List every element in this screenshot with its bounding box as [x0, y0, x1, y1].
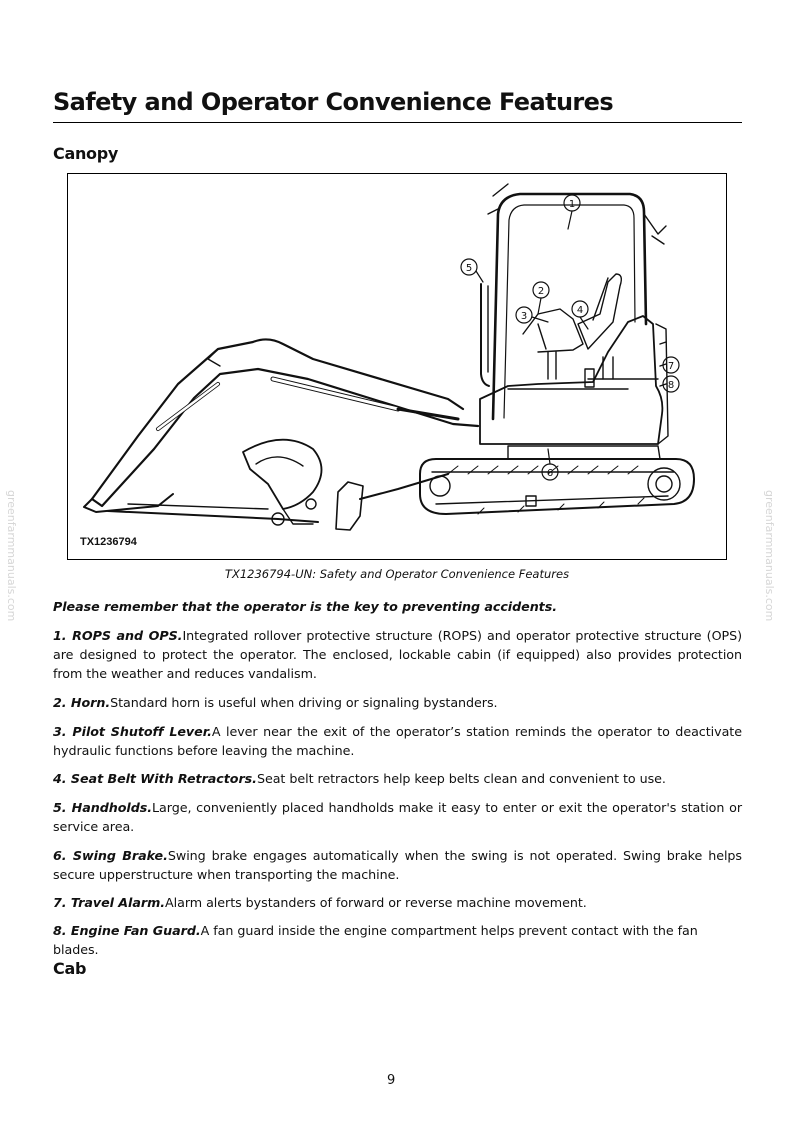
feature-item: 8. Engine Fan Guard.A fan guard inside t… [53, 921, 742, 959]
feature-text: A fan guard inside the engine compartmen… [53, 923, 698, 958]
feature-title: 8. Engine Fan Guard. [53, 923, 201, 938]
feature-title: 5. Handholds. [53, 800, 153, 815]
section-heading-canopy: Canopy [53, 144, 119, 163]
feature-item: 6. Swing Brake.Swing brake engages autom… [53, 846, 742, 884]
feature-text: Standard horn is useful when driving or … [110, 695, 498, 710]
feature-item: 5. Handholds.Large, conveniently placed … [53, 798, 742, 836]
callout-markers [460, 194, 680, 481]
excavator-figure: 1 2 3 4 5 6 7 8 TX1236794 [67, 173, 727, 560]
figure-caption: TX1236794-UN: Safety and Operator Conven… [224, 567, 570, 581]
callout-1: 1 [569, 199, 575, 210]
feature-item: 4. Seat Belt With Retractors.Seat belt r… [53, 769, 742, 788]
feature-item: 3. Pilot Shutoff Lever.A lever near the … [53, 722, 742, 760]
feature-item: 1. ROPS and OPS.Integrated rollover prot… [53, 626, 742, 684]
callout-3: 3 [521, 311, 527, 322]
feature-text: Integrated rollover protective structure… [53, 628, 743, 682]
page-number: 9 [387, 1073, 396, 1088]
feature-title: 2. Horn. [53, 695, 111, 710]
feature-text: A lever near the exit of the operator’s … [53, 724, 742, 759]
intro-statement: Please remember that the operator is the… [53, 599, 557, 614]
watermark-left: greenfarmmanuals.com [5, 490, 18, 622]
callout-8: 8 [668, 380, 674, 391]
watermark-right: greenfarmmanuals.com [763, 490, 776, 622]
callout-2: 2 [538, 286, 544, 297]
feature-title: 3. Pilot Shutoff Lever. [53, 724, 212, 739]
title-divider [53, 122, 742, 123]
section-heading-cab: Cab [53, 959, 87, 978]
excavator-illustration: 1 2 3 4 5 6 7 8 [83, 183, 695, 531]
callout-5: 5 [466, 263, 472, 274]
feature-title: 1. ROPS and OPS. [53, 628, 183, 643]
callout-4: 4 [577, 305, 583, 316]
callout-7: 7 [668, 361, 674, 372]
page-title: Safety and Operator Convenience Features [53, 88, 614, 116]
feature-text: Large, conveniently placed handholds mak… [53, 800, 742, 835]
figure-id-label: TX1236794 [80, 536, 137, 548]
feature-title: 6. Swing Brake. [53, 848, 168, 863]
feature-item: 7. Travel Alarm.Alarm alerts bystanders … [53, 893, 742, 912]
feature-text: Swing brake engages automatically when t… [53, 848, 742, 883]
feature-text: Alarm alerts bystanders of forward or re… [165, 895, 587, 910]
feature-title: 7. Travel Alarm. [53, 895, 166, 910]
callout-6: 6 [547, 468, 553, 479]
feature-title: 4. Seat Belt With Retractors. [53, 771, 257, 786]
feature-item: 2. Horn.Standard horn is useful when dri… [53, 693, 742, 712]
feature-text: Seat belt retractors help keep belts cle… [256, 771, 666, 786]
